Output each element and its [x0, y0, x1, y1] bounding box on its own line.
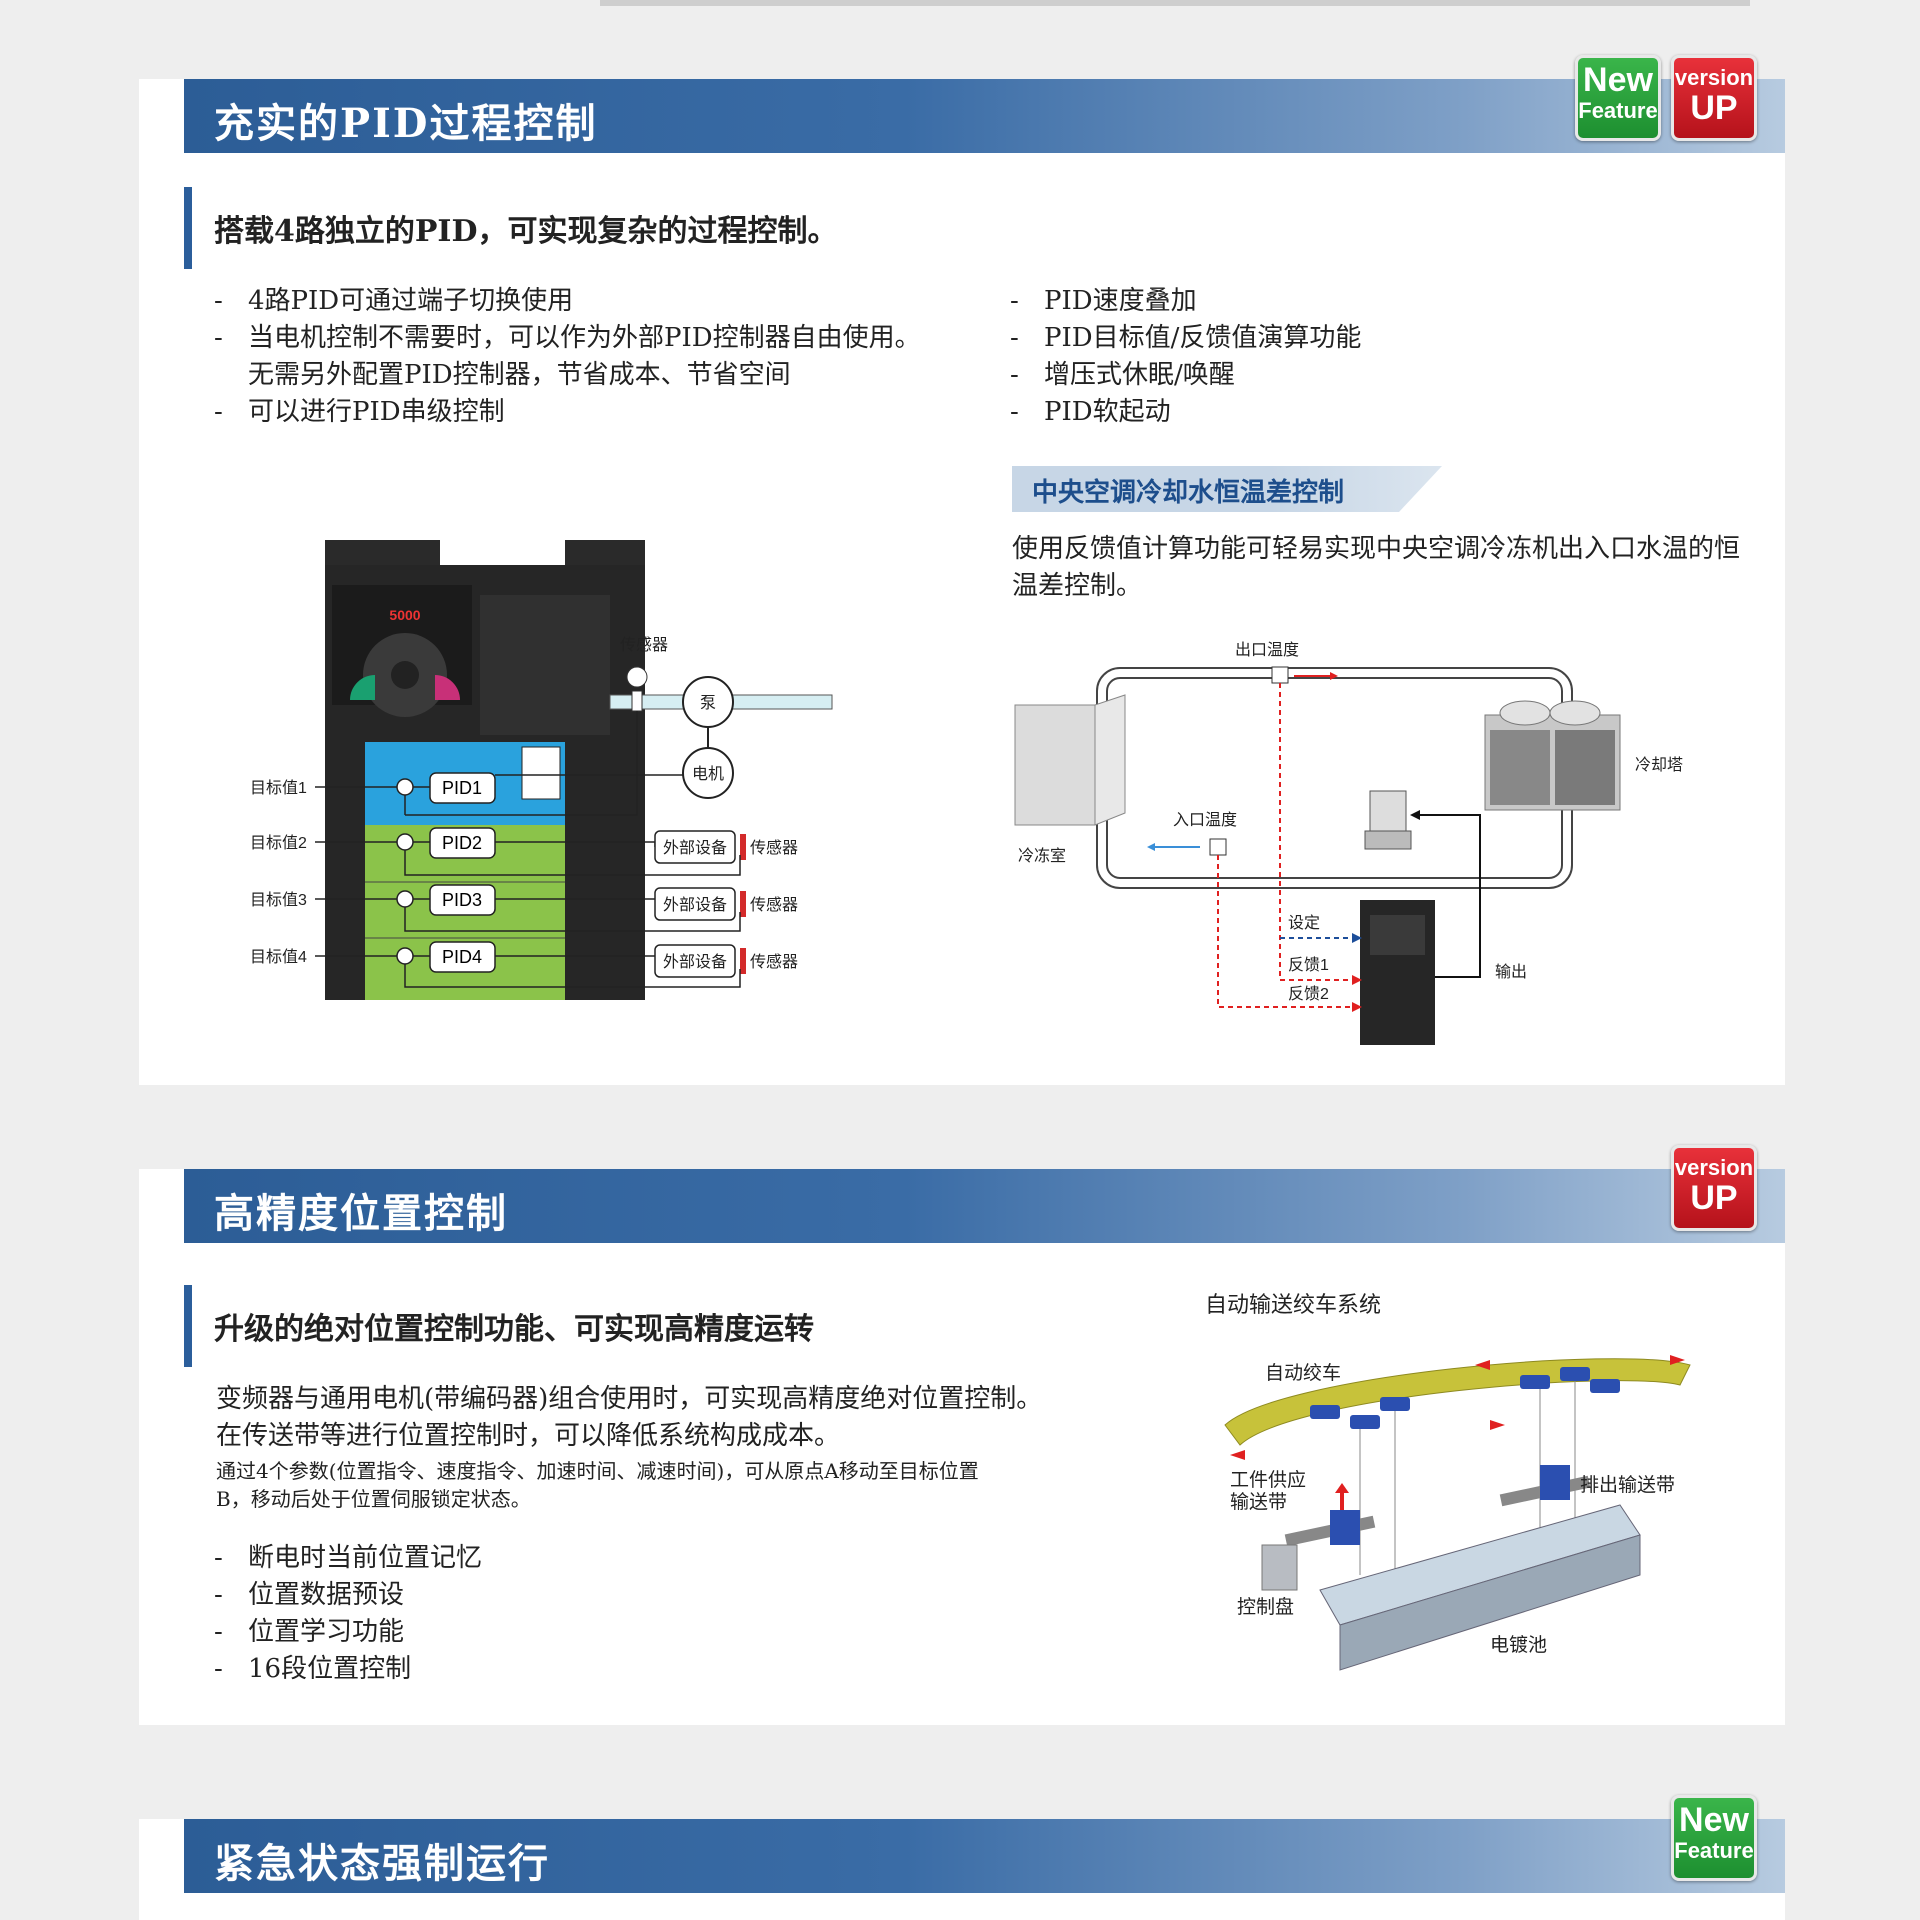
external-device-label: 外部设备 — [663, 839, 727, 857]
supply-conveyor-label-1: 工件供应 — [1230, 1470, 1307, 1491]
outlet-temp-label: 出口温度 — [1235, 641, 1299, 659]
section-title: 充实的PID过程控制 — [214, 100, 598, 147]
hoist-label: 自动绞车 — [1265, 1363, 1342, 1384]
control-panel-label: 控制盘 — [1237, 1597, 1295, 1618]
svg-text:目标值4: 目标值4 — [250, 948, 307, 966]
svg-text:目标值3: 目标值3 — [250, 891, 307, 909]
list-item: 可以进行PID串级控制 — [214, 394, 921, 431]
external-device-label: 外部设备 — [663, 953, 727, 971]
section-title: 紧急状态强制运行 — [214, 1840, 550, 1887]
feature-list-left: 4路PID可通过端子切换使用 当电机控制不需要时，可以作为外部PID控制器自由使… — [214, 283, 921, 431]
section-subheading: 搭载4路独立的PID，可实现复杂的过程控制。 — [184, 187, 837, 269]
list-item: PID软起动 — [1010, 394, 1361, 431]
inlet-temp-label: 入口温度 — [1173, 811, 1237, 829]
sensor-label: 传感器 — [750, 953, 798, 971]
pid4-label: PID4 — [442, 947, 482, 967]
svg-text:目标值1: 目标值1 — [250, 779, 307, 797]
list-item: PID速度叠加 — [1010, 283, 1361, 320]
sensor-label: 传感器 — [620, 636, 668, 654]
pid3-label: PID3 — [442, 890, 482, 910]
list-item: 断电时当前位置记忆 — [214, 1540, 482, 1577]
pid1-label: PID1 — [442, 778, 482, 798]
pid2-label: PID2 — [442, 833, 482, 853]
list-item: 位置数据预设 — [214, 1577, 482, 1614]
motor-label: 电机 — [692, 765, 724, 783]
output-label: 输出 — [1495, 963, 1527, 981]
description-line-2: 在传送带等进行位置控制时，可以降低系统构成成本。 — [216, 1421, 841, 1451]
sensor-label: 传感器 — [750, 839, 798, 857]
list-item: 16段位置控制 — [214, 1651, 482, 1688]
setpoint-label: 设定 — [1288, 914, 1320, 932]
section-pid-header: 充实的PID过程控制 — [184, 79, 1785, 153]
section-title: 高精度位置控制 — [214, 1190, 508, 1237]
cooling-tower-label: 冷却塔 — [1635, 756, 1683, 774]
svg-text:目标值2: 目标值2 — [250, 834, 307, 852]
chiller-label: 冷冻室 — [1018, 847, 1066, 865]
pump-label: 泵 — [700, 694, 716, 712]
pid-row-2: 目标值2 PID2 外部设备 传感器 — [250, 827, 798, 876]
pid-row-1: 目标值1 PID1 — [250, 772, 496, 804]
description-small-2: B，移动后处于位置伺服锁定状态。 — [216, 1487, 531, 1511]
hoist-system-illustration — [1224, 1355, 1691, 1671]
list-item: 增压式休眠/唤醒 — [1010, 357, 1361, 394]
application-description: 使用反馈值计算功能可轻易实现中央空调冷冻机出入口水温的恒温差控制。 — [1012, 534, 1741, 601]
list-item: 4路PID可通过端子切换使用 — [214, 283, 921, 320]
section-subheading: 升级的绝对位置控制功能、可实现高精度运转 — [184, 1285, 814, 1367]
feedback1-label: 反馈1 — [1288, 956, 1329, 974]
list-item: 位置学习功能 — [214, 1614, 482, 1651]
top-edge-remnant — [600, 0, 1750, 6]
figure-title: 自动输送绞车系统 — [1205, 1292, 1382, 1317]
pid-block-diagram: 5000 传感器 泵 电机 目标值1 PID1 目标值2 PID2 外部设备 — [250, 540, 833, 1000]
section-position-header: 高精度位置控制 — [184, 1169, 1785, 1243]
sensor-label: 传感器 — [750, 896, 798, 914]
external-device-label: 外部设备 — [663, 896, 727, 914]
feature-list-right: PID速度叠加 PID目标值/反馈值演算功能 增压式休眠/唤醒 PID软起动 — [1010, 283, 1361, 431]
inverter-display: 5000 — [389, 607, 420, 623]
feedback2-label: 反馈2 — [1288, 985, 1329, 1003]
supply-conveyor-label-2: 输送带 — [1230, 1492, 1288, 1513]
plating-tank-label: 电镀池 — [1490, 1635, 1548, 1656]
section-emergency-header: 紧急状态强制运行 — [184, 1819, 1785, 1893]
list-item: 无需另外配置PID控制器，节省成本、节省空间 — [248, 360, 791, 390]
discharge-conveyor-label: 排出输送带 — [1580, 1475, 1676, 1496]
pid-row-4: 目标值4 PID4 外部设备 传感器 — [250, 941, 798, 988]
pid-row-3: 目标值3 PID3 外部设备 传感器 — [250, 884, 798, 932]
list-item: PID目标值/反馈值演算功能 — [1010, 320, 1361, 357]
description-line-1: 变频器与通用电机(带编码器)组合使用时，可实现高精度绝对位置控制。 — [216, 1384, 1043, 1414]
hvac-diagram: 出口温度 入口温度 冷却塔 冷冻室 设定 反馈1 反馈2 输出 — [1014, 641, 1683, 1045]
list-item: 当电机控制不需要时，可以作为外部PID控制器自由使用。 — [214, 320, 921, 357]
application-tab: 中央空调冷却水恒温差控制 — [1012, 466, 1442, 512]
description-small-1: 通过4个参数(位置指令、速度指令、加速时间、减速时间)，可从原点A移动至目标位置 — [216, 1459, 979, 1483]
feature-list: 断电时当前位置记忆 位置数据预设 位置学习功能 16段位置控制 — [214, 1540, 482, 1688]
